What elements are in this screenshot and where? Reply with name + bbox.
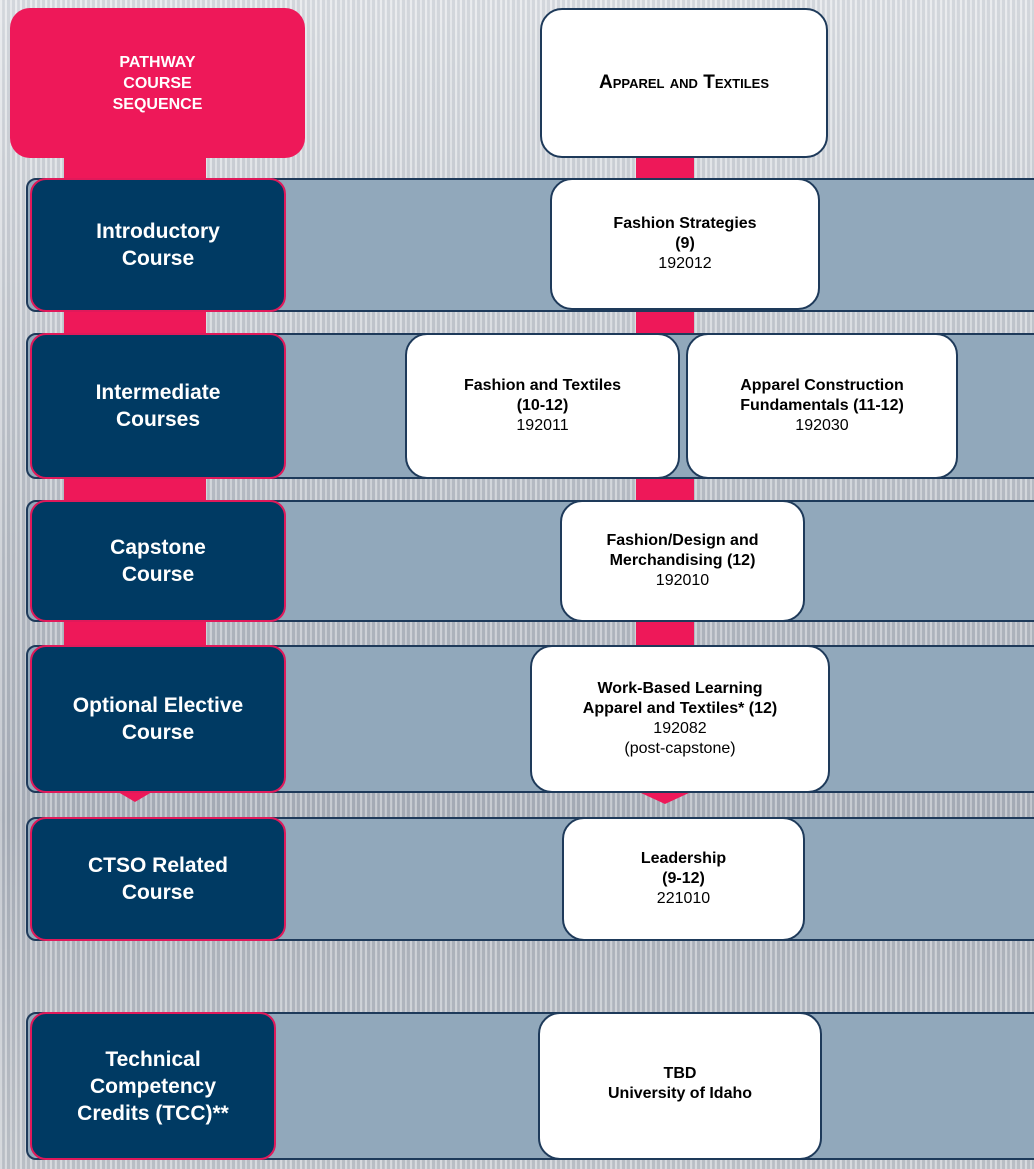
course-title-line: Work-Based Learning [597, 680, 763, 697]
pathway-title: Apparel and Textiles [599, 72, 769, 93]
row-label-ctso-related: CTSO Related Course [30, 817, 286, 941]
course-box-fashion-strategies: Fashion Strategies (9) 192012 [550, 178, 820, 310]
course-code: 192082 [653, 720, 707, 737]
course-title-line: (10-12) [516, 397, 569, 414]
course-title-line: (9-12) [662, 870, 705, 887]
course-box-work-based-learning: Work-Based Learning Apparel and Textiles… [530, 645, 830, 793]
pathway-course-sequence-box: PATHWAY COURSE SEQUENCE [10, 8, 305, 158]
row-label-line: Optional Elective [72, 694, 244, 717]
row-label-line: Intermediate [95, 381, 221, 404]
row-label-intermediate: Intermediate Courses [30, 333, 286, 479]
row-label-line: Technical [105, 1047, 201, 1071]
pathway-label-line: PATHWAY [119, 53, 196, 71]
row-label-introductory: Introductory Course [30, 178, 286, 312]
course-title-line: Merchandising (12) [609, 552, 756, 569]
row-label-line: Course [121, 247, 195, 270]
row-label-tcc: Technical Competency Credits (TCC)** [30, 1012, 276, 1160]
course-code: 192030 [795, 417, 849, 434]
row-label-line: Introductory [96, 220, 220, 243]
course-box-apparel-construction: Apparel Construction Fundamentals (11-12… [686, 333, 958, 479]
course-code: 192011 [516, 417, 569, 434]
course-title-line: TBD [663, 1065, 697, 1082]
course-code: 192010 [655, 572, 710, 589]
course-title-line: Apparel Construction [740, 377, 904, 394]
course-box-leadership: Leadership (9-12) 221010 [562, 817, 805, 941]
course-box-tbd-university-of-idaho: TBD University of Idaho [538, 1012, 822, 1160]
course-code: 192012 [658, 255, 712, 272]
course-note: (post-capstone) [624, 740, 736, 757]
course-title-line: Leadership [640, 850, 727, 867]
course-title-line: University of Idaho [607, 1085, 753, 1102]
row-label-line: Courses [115, 408, 201, 431]
course-title-line: Fundamentals (11-12) [740, 397, 904, 414]
pathway-label-line: COURSE [123, 74, 192, 92]
row-label-line: Capstone [110, 536, 206, 559]
course-title-line: (9) [675, 235, 695, 252]
pathway-label-line: SEQUENCE [112, 95, 203, 113]
course-title-line: Fashion and Textiles [463, 377, 622, 394]
row-label-line: Credits (TCC)** [77, 1101, 229, 1125]
row-label-capstone: Capstone Course [30, 500, 286, 622]
row-label-line: CTSO Related [87, 854, 229, 877]
course-title-line: Fashion/Design and [606, 532, 759, 549]
row-label-line: Course [121, 563, 195, 586]
course-box-fashion-and-textiles: Fashion and Textiles (10-12) 192011 [405, 333, 680, 479]
course-title-line: Fashion Strategies [613, 215, 757, 232]
pathway-title-box: Apparel and Textiles [540, 8, 828, 158]
course-box-fashion-design-merchandising: Fashion/Design and Merchandising (12) 19… [560, 500, 805, 622]
row-label-optional-elective: Optional Elective Course [30, 645, 286, 793]
row-label-line: Course [121, 881, 195, 904]
course-title-line: Apparel and Textiles* (12) [582, 700, 778, 717]
row-label-line: Course [121, 721, 195, 744]
course-code: 221010 [656, 890, 711, 907]
row-label-line: Competency [89, 1074, 217, 1098]
